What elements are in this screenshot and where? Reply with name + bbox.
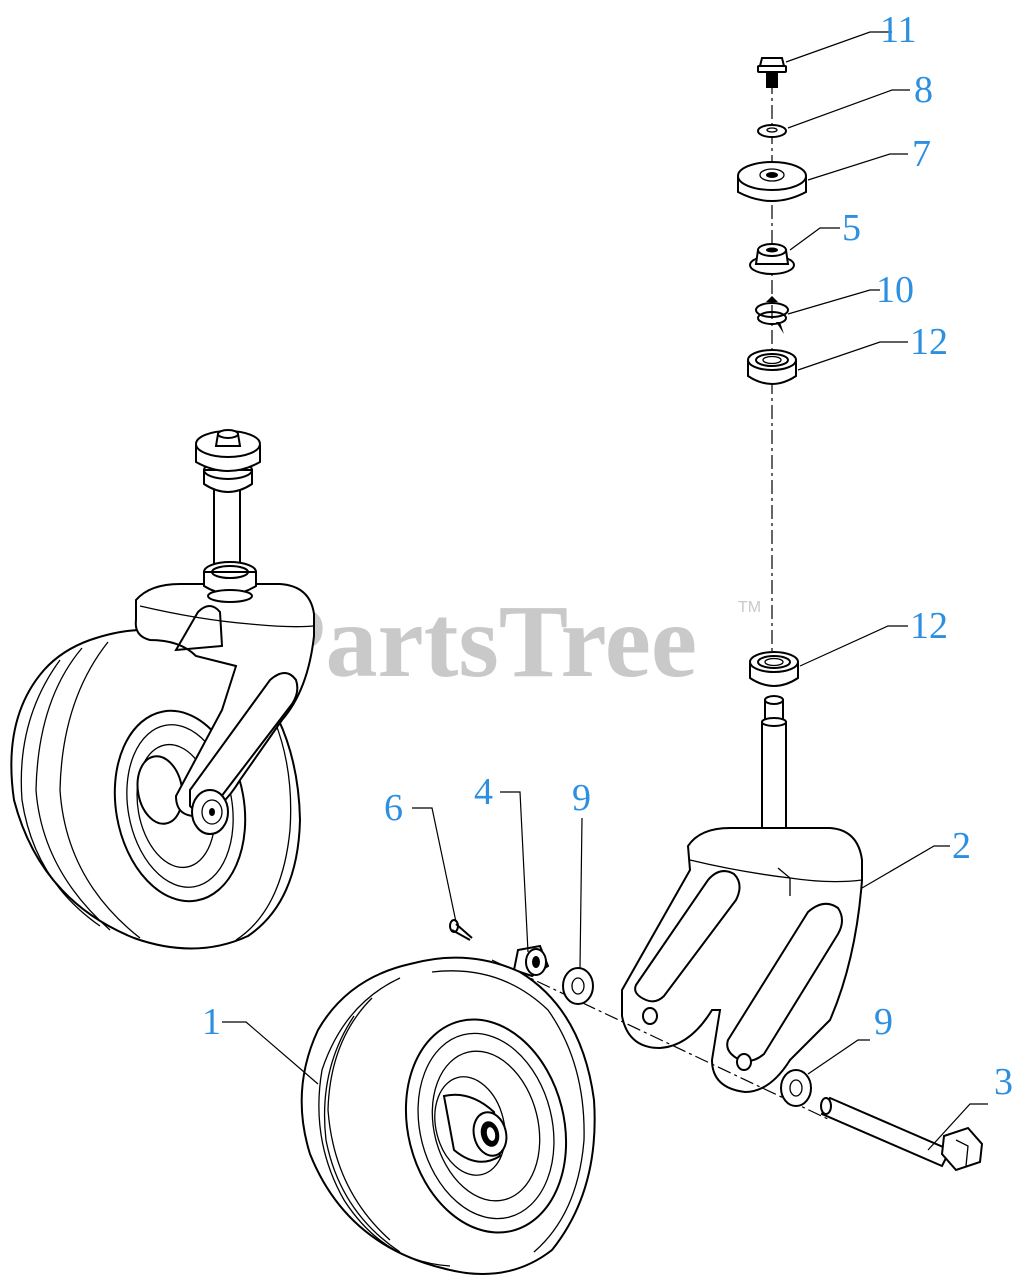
leader-8: [787, 89, 910, 129]
callout-10: 10: [876, 269, 914, 311]
leader-9b: [807, 1039, 870, 1075]
leader-6: [412, 807, 457, 923]
watermark: PartsTree TM: [262, 584, 761, 699]
leader-9a: [579, 817, 583, 969]
leader-10: [787, 289, 880, 315]
leader-11: [785, 31, 892, 63]
axle-bolt-part-3: [820, 1096, 984, 1172]
assembled-caster-wheel: [10, 429, 315, 950]
retainer-part-10: [755, 296, 789, 334]
leader-1: [222, 1021, 319, 1085]
leader-lines: [222, 31, 988, 1151]
callout-5: 5: [842, 207, 861, 249]
caster-fork-part-2: [621, 695, 863, 1094]
callout-9-right: 9: [874, 1001, 893, 1043]
castle-nut-part-4: [512, 944, 550, 978]
axle-axis-line: [491, 959, 831, 1121]
leader-4: [500, 791, 529, 953]
callout-6: 6: [384, 787, 403, 829]
bearing-cap-part-7: [737, 161, 807, 202]
callout-1: 1: [202, 1001, 221, 1043]
leader-12a: [797, 341, 908, 371]
washer-part-9-right: [780, 1069, 812, 1107]
callouts: 11 8 7 5 10 12 12 2 6 4 9 1 9 3: [202, 9, 1013, 1103]
callout-9-left: 9: [572, 777, 591, 819]
cotter-pin-part-6: [449, 919, 473, 941]
leader-12b: [799, 625, 908, 667]
bearing-part-12-lower: [749, 651, 799, 687]
callout-8: 8: [914, 69, 933, 111]
bolt-part-11: [757, 57, 787, 88]
watermark-text: PartsTree: [262, 584, 697, 699]
watermark-tm: TM: [738, 599, 761, 616]
wheel-part-1: [300, 956, 596, 1275]
leader-2: [861, 845, 950, 889]
callout-4: 4: [474, 771, 493, 813]
callout-2: 2: [952, 825, 971, 867]
leader-5: [789, 227, 840, 251]
callout-7: 7: [912, 133, 931, 175]
leader-3: [927, 1103, 988, 1151]
flange-nut-part-5: [749, 243, 795, 275]
bearing-part-12-upper: [747, 349, 797, 385]
callout-12-upper: 12: [910, 321, 948, 363]
washer-part-9-left: [562, 967, 594, 1005]
callout-11: 11: [880, 9, 917, 51]
washer-part-8: [757, 124, 787, 138]
callout-3: 3: [994, 1061, 1013, 1103]
callout-12-lower: 12: [910, 605, 948, 647]
leader-7: [807, 153, 908, 181]
